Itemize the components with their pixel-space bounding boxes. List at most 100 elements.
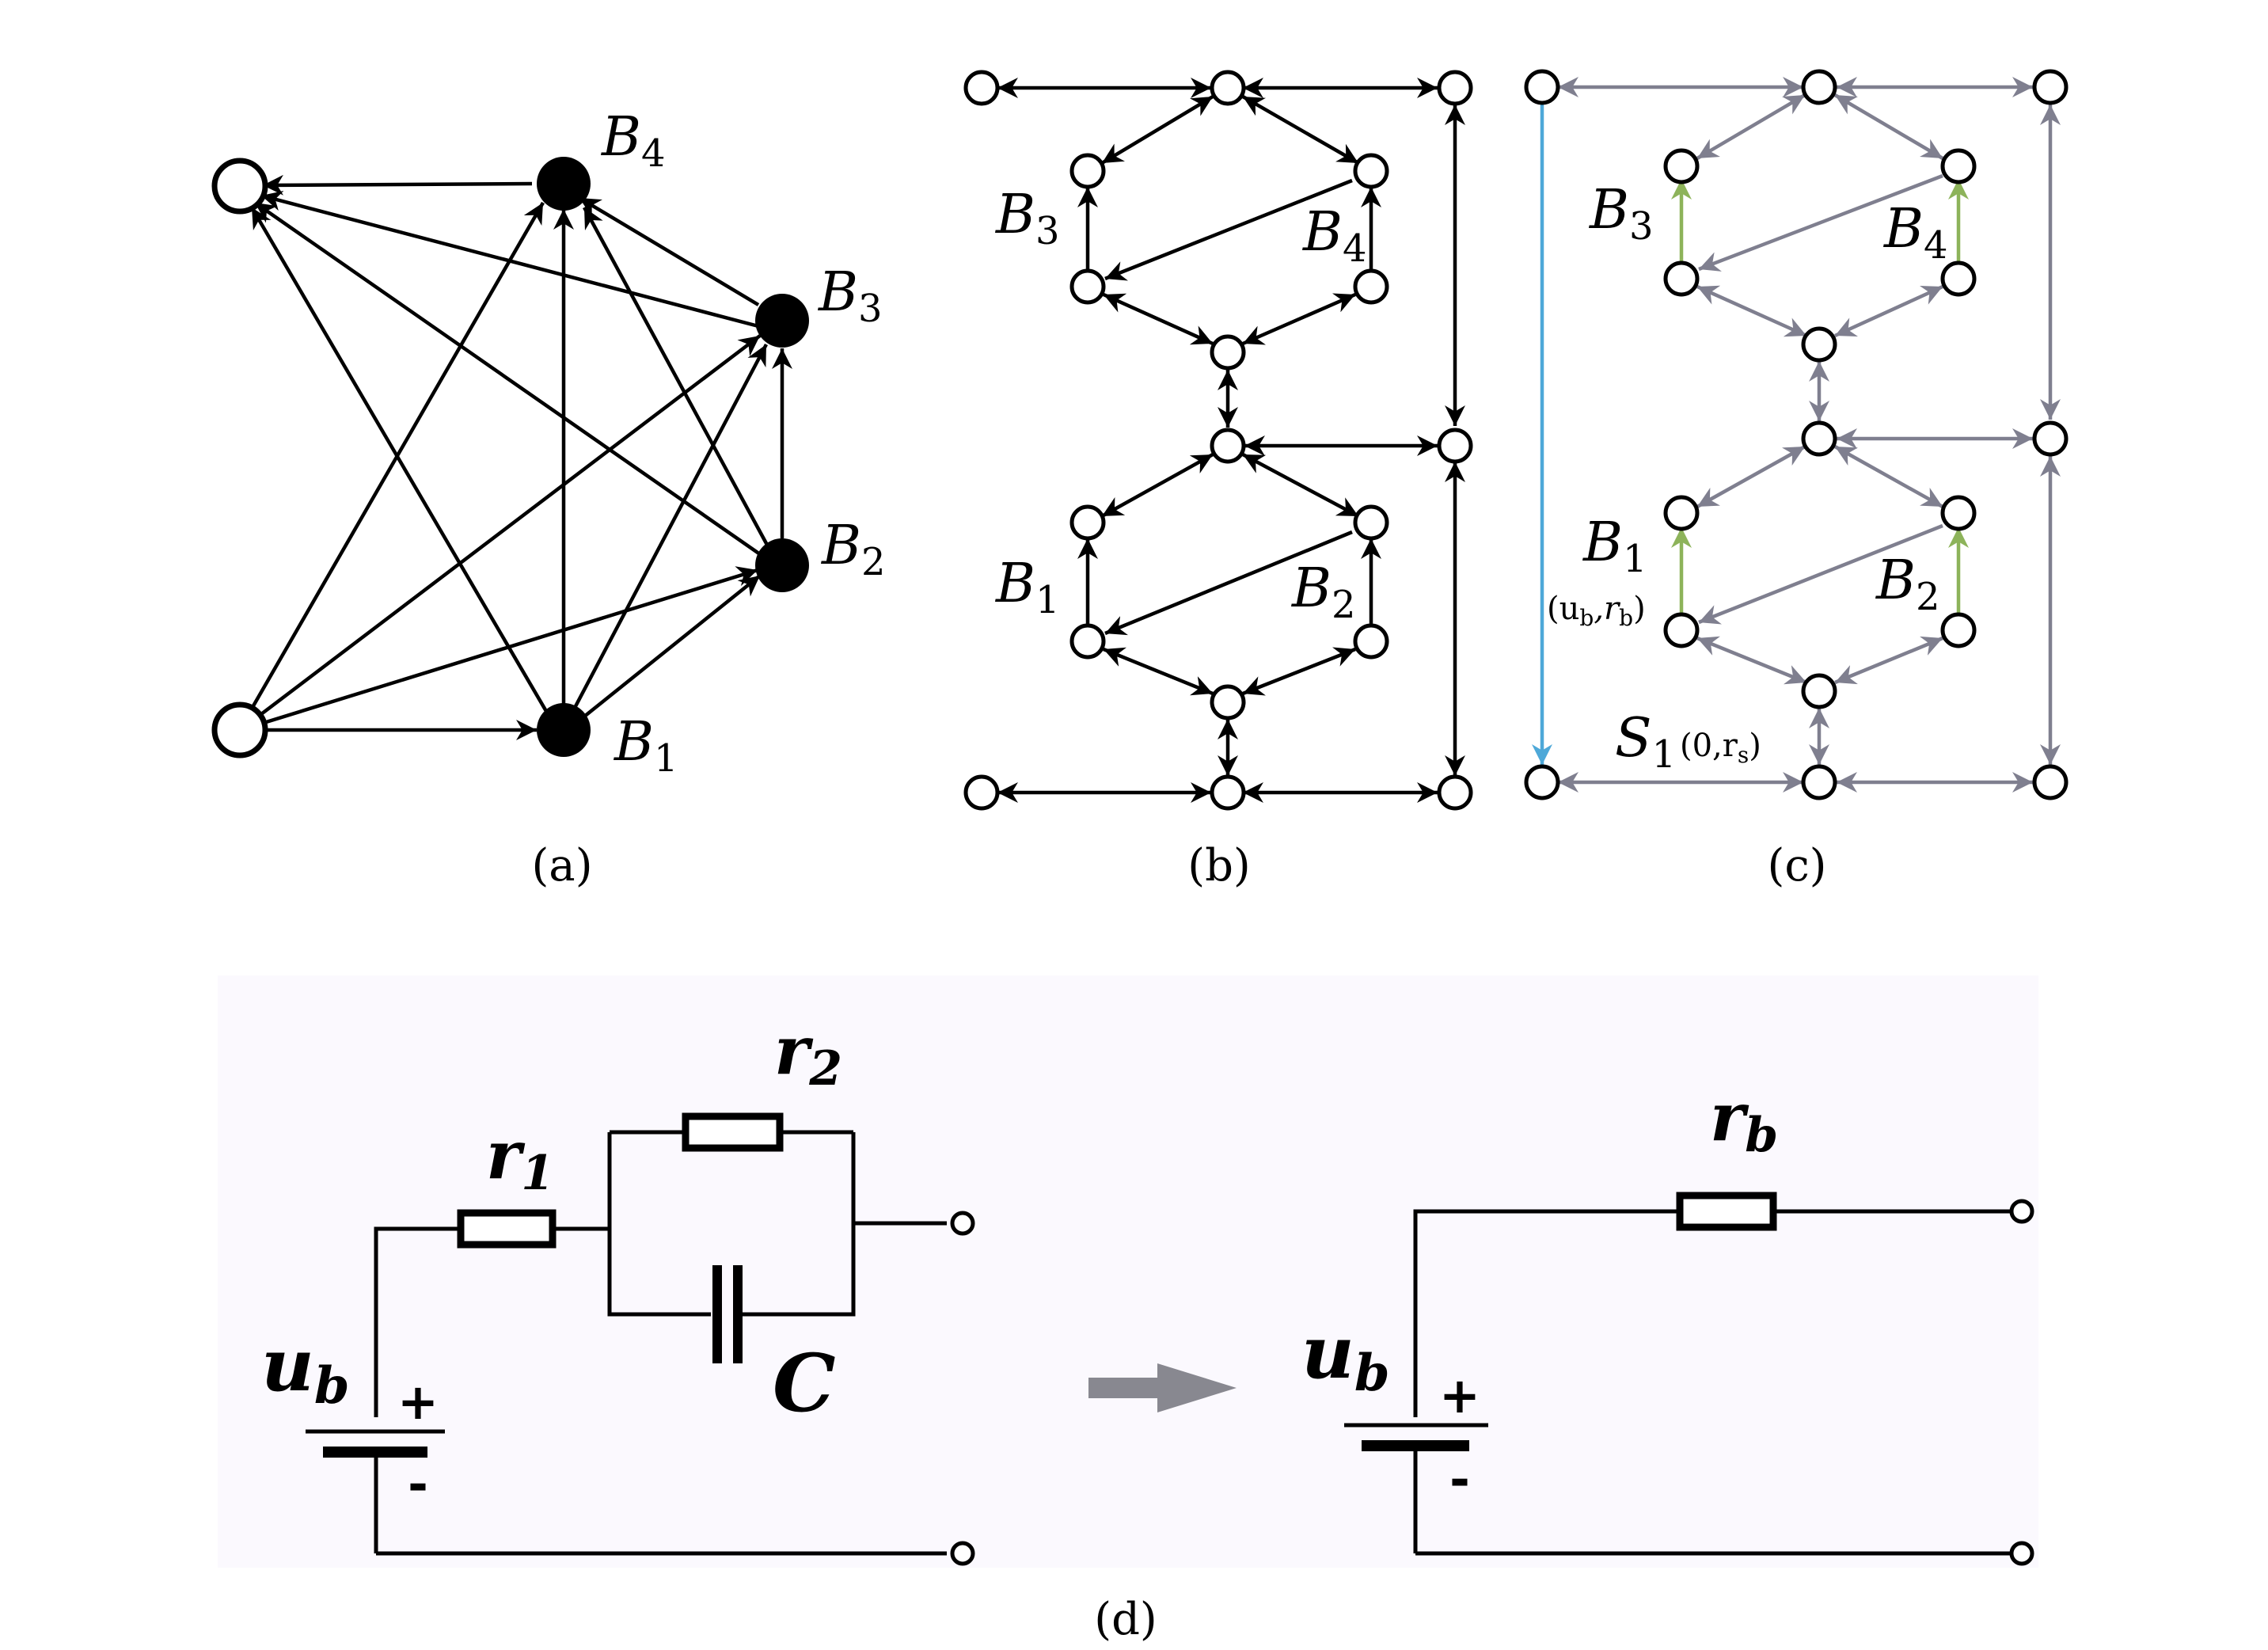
node-c-tl xyxy=(1524,69,1560,105)
node-c-tr xyxy=(2032,69,2069,105)
node-c-br xyxy=(2032,764,2069,800)
label-c-b3: B3 xyxy=(1588,179,1654,249)
edge-b2-to-topleft xyxy=(253,201,762,556)
panel-b-edges xyxy=(997,78,1465,803)
edge-b-mid-to-b2top xyxy=(1241,453,1360,518)
edge-b1-to-topleft xyxy=(250,206,554,724)
edge-b-b4bot-to-hub xyxy=(1242,292,1356,346)
label-b-b4: B4 xyxy=(1301,201,1367,271)
node-b-hub-lower xyxy=(1210,684,1246,720)
node-b-b2top xyxy=(1353,504,1389,541)
panel-b-nodes xyxy=(963,70,1473,811)
label-c: C xyxy=(773,1336,836,1430)
node-b-bl xyxy=(963,774,1000,811)
right-terminal-top xyxy=(2009,1199,2034,1224)
edge-bottomleft-to-b4 xyxy=(250,201,545,710)
label-rb: rb xyxy=(1710,1078,1778,1163)
node-b-b1bot xyxy=(1069,623,1106,660)
right-battery xyxy=(1344,1423,1488,1451)
left-parallel-right xyxy=(738,1132,856,1317)
edge-c-b2-to-b1 xyxy=(1698,523,1943,625)
caption-b: (b) xyxy=(1187,840,1251,892)
edge-b1-to-b3 xyxy=(573,343,768,709)
label-c-s1: S1 xyxy=(1615,707,1676,777)
node-b-b2bot xyxy=(1353,623,1389,660)
node-topleft xyxy=(211,158,268,215)
node-b-b4top xyxy=(1353,153,1389,189)
panel-d-circuits: r1 r2 C ub + - rb ub xyxy=(218,975,2038,1645)
caption-d: (d) xyxy=(1094,1594,1157,1645)
panel-d-background xyxy=(218,975,2038,1568)
label-a-b4: B4 xyxy=(600,106,666,176)
node-c-b4bot xyxy=(1940,260,1977,297)
panel-a-graph: B4 B3 B2 B1 (a) xyxy=(211,106,886,892)
label-c-b4: B4 xyxy=(1882,198,1948,268)
resistor-r2 xyxy=(682,1112,784,1152)
left-top-wire xyxy=(374,1226,461,1417)
label-r1: r1 xyxy=(486,1116,554,1201)
label-left-ub: ub xyxy=(261,1322,350,1416)
node-c-b1top xyxy=(1663,495,1700,531)
node-c-b2top xyxy=(1940,495,1977,531)
right-plus-sign: + xyxy=(1439,1367,1480,1424)
panel-c-battery-edges xyxy=(1671,179,1969,614)
node-c-b1bot xyxy=(1663,612,1700,648)
node-b-tl xyxy=(963,70,1000,106)
capacitor-c xyxy=(712,1265,743,1363)
node-b-mr xyxy=(1437,428,1473,464)
edge-bottomleft-to-b3 xyxy=(256,334,762,718)
node-c-b3bot xyxy=(1663,260,1700,297)
edge-c-top-to-b3top xyxy=(1696,93,1806,160)
panel-c-edges xyxy=(1558,77,2061,793)
node-c-mr xyxy=(2032,420,2069,457)
node-b-b3bot xyxy=(1069,268,1106,305)
edge-b-b2-to-b1 xyxy=(1104,530,1353,636)
label-b-b2: B2 xyxy=(1290,557,1356,627)
edge-b3-to-b4 xyxy=(578,196,760,306)
edge-c-b3bot-to-hub xyxy=(1696,284,1807,338)
label-b-b3: B3 xyxy=(994,184,1060,253)
label-a-b3: B3 xyxy=(817,261,883,331)
edge-c-b4-to-b3 xyxy=(1698,173,1943,272)
right-minus-sign: - xyxy=(1449,1450,1470,1508)
node-b4 xyxy=(537,157,591,211)
label-a-b2: B2 xyxy=(820,515,886,584)
node-c-mid xyxy=(1801,420,1837,457)
node-c-bm xyxy=(1801,764,1837,800)
node-b-mid xyxy=(1210,428,1246,464)
edge-c-mid-to-b2top xyxy=(1833,445,1944,508)
panel-b-graph: B3 B4 B1 B2 (b) xyxy=(963,70,1473,892)
edge-b-b3bot-to-hub xyxy=(1103,292,1214,346)
edge-b1-to-b2 xyxy=(583,574,762,718)
caption-c: (c) xyxy=(1767,840,1826,892)
edge-b-top-to-b4top xyxy=(1241,95,1360,165)
left-circuit xyxy=(374,1130,947,1556)
edge-b-b1bot-to-hub xyxy=(1103,647,1214,696)
panel-a-nodes xyxy=(211,157,809,758)
right-circuit xyxy=(1413,1209,2011,1556)
left-terminal-top xyxy=(950,1211,975,1236)
transform-arrow xyxy=(1088,1363,1237,1412)
right-top-wire xyxy=(1413,1209,1680,1417)
node-b2 xyxy=(755,538,809,592)
caption-a: (a) xyxy=(531,840,592,892)
node-bottomleft xyxy=(211,701,268,758)
node-b-b1top xyxy=(1069,504,1106,541)
edge-b4-to-topleft xyxy=(262,174,533,196)
label-c-s1-params: (0,rs) xyxy=(1680,728,1761,768)
label-c-b1-params: (ub,rb) xyxy=(1547,591,1646,631)
node-b-br xyxy=(1437,774,1473,811)
panel-c-graph: B3 B4 B1 B2 S1 (ub,rb) (0,rs) (c) xyxy=(1524,69,2069,892)
left-minus-sign: - xyxy=(408,1455,428,1513)
edge-b-b2bot-to-hub xyxy=(1242,647,1356,696)
node-c-bl xyxy=(1524,764,1560,800)
edge-b-top-to-b3top xyxy=(1100,95,1214,165)
label-right-ub: ub xyxy=(1301,1310,1390,1403)
node-b3 xyxy=(755,294,809,348)
panel-c-nodes xyxy=(1524,69,2069,800)
node-c-b3top xyxy=(1663,148,1700,184)
panel-a-edges xyxy=(250,174,792,740)
edge-c-b2bot-to-hub xyxy=(1834,636,1943,685)
node-c-b4top xyxy=(1940,148,1977,184)
